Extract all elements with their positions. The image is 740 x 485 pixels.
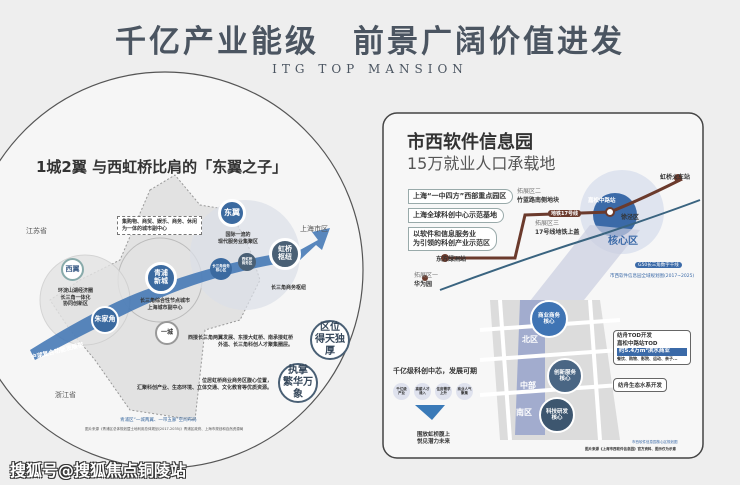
right-subtitle: 15万就业人口承载地 (407, 154, 556, 173)
caption-dongyi: 国际一流的 现代服务业集聚区 (218, 232, 259, 245)
label-ext2-name: 竹蓝路南侧地块 (517, 197, 560, 204)
funnel-icon (415, 405, 445, 420)
tod-callout: 纺舟TOD开发 嘉松中路站TOD 约5.4万m²滨水商业 餐饮、购物、影院、运动… (613, 330, 691, 365)
footnote-left: 图片来源《青浦区总体规划暨土地利用总体规划(2017-2035)》青浦区政府、上… (85, 427, 244, 431)
label-line17: 地铁17号线 (548, 210, 581, 217)
note-right-2: 图片来源《上海市西软件信息园》官方资料、图示仅为示意 (585, 447, 676, 451)
label-ext1: 拓展区一 (414, 272, 439, 279)
eco-callout: 纺舟生态水系开发 (613, 378, 668, 392)
zone-middle: 中部 (520, 381, 536, 390)
note-right-1: 市西软件信息园核心区规划图 (632, 440, 678, 444)
label-jiangsu: 江苏省 (26, 227, 47, 235)
label-ext3-name: 17号线地铁上盖 (535, 229, 580, 236)
desc-prosperity: 位居虹桥商业商务区腹心位置， 汇聚科创产业、生态环境、立体交通、文化教育等优质资… (137, 378, 273, 391)
feature-pill: 以软件和信息服务业 为引领的科创产业示范区 (408, 227, 497, 252)
tod-highlight: 约5.4万m²滨水商业 (617, 348, 687, 357)
hub-result: 围放虹桥腹上 悦见潜力未来 (417, 432, 451, 446)
node-qingpu: 青浦 新城 (145, 262, 177, 294)
node-xiyi: 西翼 (61, 258, 84, 281)
right-title: 市西软件信息园 (407, 132, 533, 153)
caption-layout: 青浦区“一城两翼、一带五廊”空间布局 (120, 418, 197, 423)
factor-circle: 千亿级 产业 (393, 383, 410, 400)
desc-location: 西接长三角两翼发展、东接大虹桥、南承接虹桥 外溢、长三角科创人才聚集圈层。 (188, 335, 294, 348)
label-hongqiao-station: 虹桥火车站 (660, 174, 691, 181)
label-g60: G50长三角数字干线 (635, 262, 682, 268)
label-shanghai: 上海市区 (300, 225, 328, 233)
label-xujing: 徐泾区 (621, 214, 640, 221)
label-ext3: 拓展区三 (535, 220, 560, 227)
node-yicheng: 一城 (155, 321, 179, 345)
badge-location: 区位 得天独厚 (310, 320, 350, 360)
node-zhujiajiao: 朱家角 (91, 306, 119, 334)
label-dongfang: 东方绿洲站 (436, 256, 467, 263)
label-ext1-name: 华为园 (414, 281, 433, 288)
core-rnd: 科技研发 核心 (539, 397, 575, 433)
caption-xiyi: 环淀山湖经济圈 长三角一体化 协同创新区 (58, 288, 94, 307)
core-commercial: 商业商务 核心 (530, 300, 568, 338)
label-core: 核心区 (608, 236, 638, 247)
tod-line2: 嘉松中路站TOD (617, 340, 658, 347)
left-heading: 1城2翼 与西虹桥比肩的「东翼之子」 (36, 158, 288, 176)
caption-hongqiao: 长三角商务枢纽 (271, 285, 307, 291)
caption-qingpu: 长三角综合性节点城市 上海城市副中心 (140, 298, 191, 311)
factor-circle: 商业人气 聚集 (456, 383, 473, 400)
factor-circle: 高薪人才 涌入 (414, 383, 431, 400)
watermark: 搜狐号@搜狐焦点铜陵站 (10, 461, 187, 480)
label-zhejiang: 浙江省 (55, 391, 76, 399)
factor-circle: 住房需求 上升 (435, 383, 452, 400)
node-west-hongqiao: 西虹桥 商务区 (238, 253, 256, 271)
feature-pill: 上海“一中四方”西部重点园区 (408, 189, 514, 205)
core-innovation: 创新服务 核心 (547, 358, 583, 394)
label-jiasong: 嘉松中路站 (588, 198, 616, 204)
tod-sub: 餐饮、购物、影院、运动、亲子... (617, 356, 678, 362)
page-subtitle: ITG TOP MANSION (272, 62, 468, 76)
page-title: 千亿产业能级 前景广阔价值进发 (115, 24, 625, 60)
badge-prosperity: 执掌 繁华万象 (278, 363, 318, 403)
feature-pill: 上海全球科创中心示范基地 (408, 208, 504, 224)
zone-south: 南区 (516, 408, 532, 417)
river-line (439, 199, 701, 291)
callout-box: 集购物、商贸、娱乐、商务、休闲 为一体的城市副中心 (117, 216, 203, 235)
zone-north: 北区 (522, 335, 538, 344)
tod-line1: 纺舟TOD开发 (617, 333, 652, 339)
hub-title: 千亿级科创中芯，发展可期 (393, 367, 477, 375)
node-hongqiao: 虹桥 枢纽 (269, 238, 301, 270)
label-plan: 市西软件信息园全域规划图(2017~2025) (610, 274, 695, 279)
node-core-area: 长三角商务 核心区 (210, 258, 232, 280)
label-ext2: 拓展区二 (517, 188, 542, 195)
node-dongyi: 东翼 (218, 199, 246, 227)
